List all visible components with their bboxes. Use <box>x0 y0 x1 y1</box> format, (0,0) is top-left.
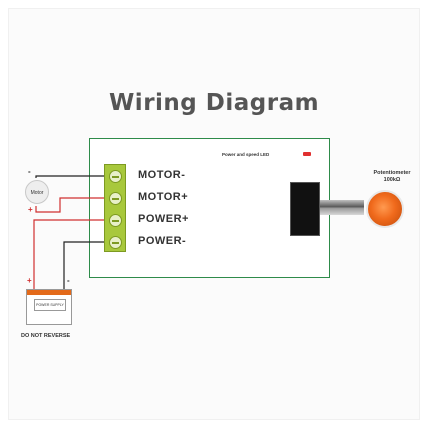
battery-icon: POWER SUPPLY <box>26 289 72 325</box>
terminal-label-power-plus: POWER+ <box>138 213 189 225</box>
potentiometer-connector <box>290 182 320 236</box>
motor-icon: Motor <box>25 180 49 204</box>
battery-minus-sign: - <box>67 276 70 285</box>
led-label: Power and speed LED <box>222 152 270 157</box>
terminal-label-power-minus: POWER- <box>138 235 187 247</box>
terminal-block <box>104 164 126 252</box>
terminal-screw-motor-minus <box>109 170 122 183</box>
potentiometer-label: Potentiometer 100kΩ <box>360 170 424 184</box>
motor-plus-sign: + <box>28 205 33 214</box>
potentiometer-shaft <box>320 200 364 215</box>
terminal-label-motor-minus: MOTOR- <box>138 169 186 181</box>
wire-power-plus <box>33 219 104 289</box>
battery-label: POWER SUPPLY <box>34 299 66 311</box>
terminal-screw-motor-plus <box>109 192 122 205</box>
power-speed-led <box>303 152 311 156</box>
battery-plus-sign: + <box>27 276 32 285</box>
controller-board <box>89 138 330 278</box>
terminal-screw-power-minus <box>109 236 122 249</box>
diagram-title: Wiring Diagram <box>108 90 320 116</box>
potentiometer-knob <box>366 190 404 228</box>
wire-motor-plus <box>35 197 104 213</box>
potentiometer-value: 100kΩ <box>383 177 401 183</box>
terminal-label-motor-plus: MOTOR+ <box>138 191 189 203</box>
wire-motor-minus <box>35 175 104 178</box>
wire-power-minus <box>63 241 104 289</box>
battery-top <box>27 290 71 295</box>
motor-minus-sign: - <box>28 167 31 176</box>
potentiometer-title: Potentiometer <box>373 170 411 176</box>
do-not-reverse-warning: DO NOT REVERSE <box>21 333 71 339</box>
terminal-screw-power-plus <box>109 214 122 227</box>
